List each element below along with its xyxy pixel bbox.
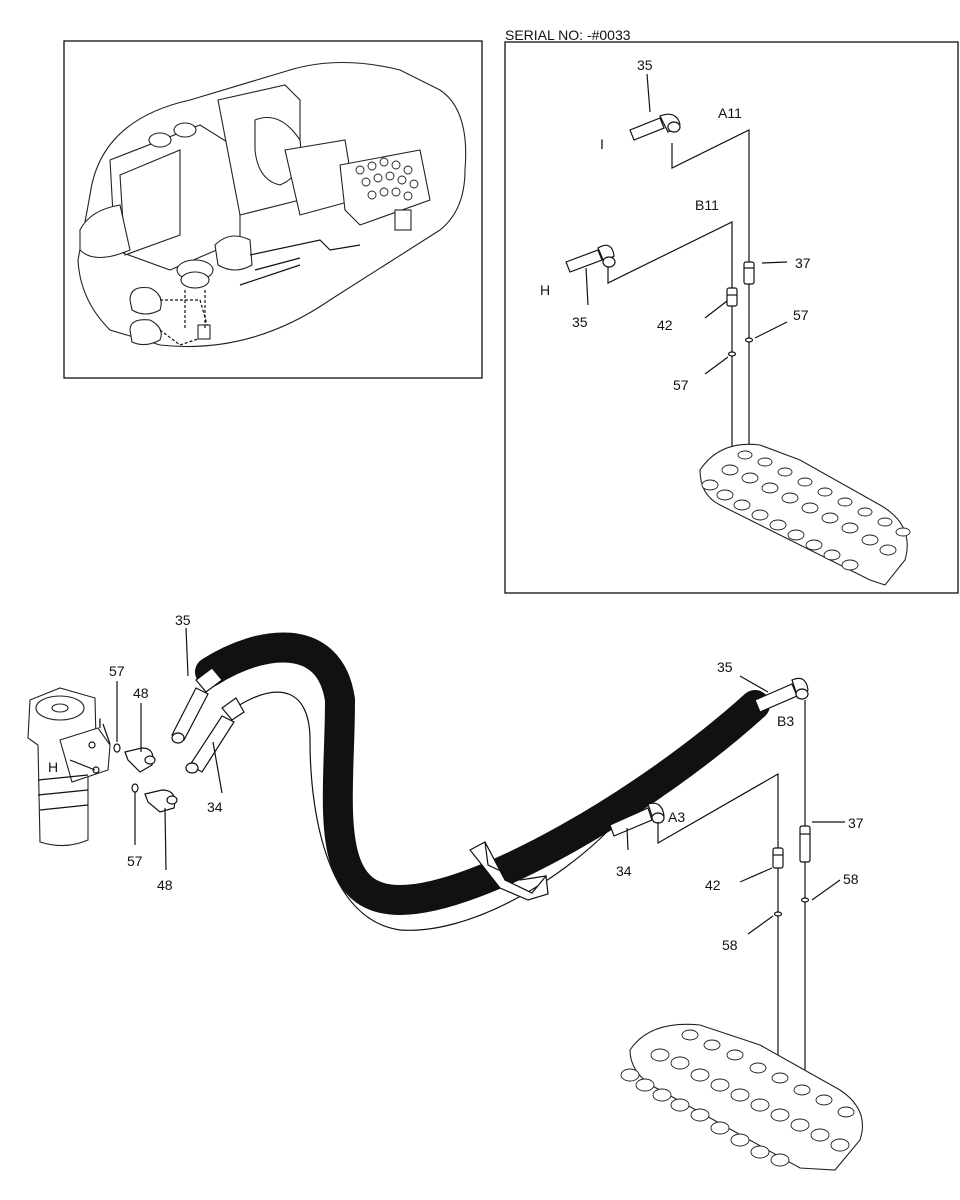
o-ring-57-top bbox=[113, 743, 121, 753]
control-valve-main bbox=[620, 1023, 864, 1171]
label-35-inset-bottom: 35 bbox=[572, 314, 588, 330]
elbow-48-bottom bbox=[144, 789, 178, 813]
o-ring-57-left bbox=[727, 351, 737, 357]
label-34-main-mid: 34 bbox=[616, 863, 632, 879]
hose-fitting-34-mid bbox=[609, 802, 665, 837]
label-57-inset-left: 57 bbox=[673, 377, 689, 393]
pilot-filter-sketch bbox=[27, 687, 111, 847]
fitting-37-main bbox=[799, 825, 811, 863]
o-ring-58-left bbox=[773, 911, 783, 917]
label-48-main-top: 48 bbox=[133, 685, 149, 701]
hose-clamp-bracket bbox=[469, 841, 549, 901]
fitting-42 bbox=[726, 287, 738, 307]
inset-view: 35 I A11 B11 H 35 37 42 57 57 bbox=[504, 41, 959, 594]
label-48-main-bottom: 48 bbox=[157, 877, 173, 893]
hose-35-routing bbox=[195, 632, 770, 916]
label-58-main-left: 58 bbox=[722, 937, 738, 953]
label-57-main-bottom: 57 bbox=[127, 853, 143, 869]
label-34-main-left: 34 bbox=[207, 799, 223, 815]
pipe-a3 bbox=[657, 772, 779, 850]
o-ring-58-right bbox=[800, 897, 810, 903]
hose-fitting-35-right bbox=[754, 677, 809, 713]
o-ring-57-right bbox=[744, 337, 754, 343]
label-37-inset: 37 bbox=[795, 255, 811, 271]
serial-number: SERIAL NO: -#0033 bbox=[505, 27, 631, 43]
fitting-37 bbox=[743, 261, 755, 285]
hose-fitting-35-lower bbox=[565, 244, 616, 273]
fitting-42-main bbox=[772, 847, 784, 869]
label-b3: B3 bbox=[777, 713, 794, 729]
inset-line-a11 bbox=[671, 129, 750, 265]
label-57-main-top: 57 bbox=[109, 663, 125, 679]
label-37-main: 37 bbox=[848, 815, 864, 831]
label-42-main: 42 bbox=[705, 877, 721, 893]
label-port-h-main: H bbox=[48, 759, 58, 775]
label-port-i-main: I bbox=[98, 715, 102, 731]
label-port-i-inset: I bbox=[600, 136, 604, 152]
hose-fitting-35-left bbox=[171, 667, 223, 744]
label-a3: A3 bbox=[668, 809, 685, 825]
label-57-inset-right: 57 bbox=[793, 307, 809, 323]
label-42-inset: 42 bbox=[657, 317, 673, 333]
label-a11: A11 bbox=[718, 105, 742, 121]
hose-fitting-34-left bbox=[185, 697, 245, 774]
label-b11: B11 bbox=[695, 197, 719, 213]
label-35-main-left: 35 bbox=[175, 612, 191, 628]
elbow-48-top bbox=[124, 747, 156, 773]
main-view: 35 57 48 I H 34 57 48 35 B3 37 A3 34 42 … bbox=[27, 612, 864, 1171]
machine-upper-structure-sketch bbox=[77, 62, 467, 348]
label-port-h-inset: H bbox=[540, 282, 550, 298]
inset-line-b11 bbox=[607, 221, 733, 298]
hose-fitting-35-upper bbox=[629, 113, 681, 141]
label-58-main-right: 58 bbox=[843, 871, 859, 887]
label-35-main-right: 35 bbox=[717, 659, 733, 675]
locator-view bbox=[63, 40, 483, 379]
o-ring-57-bottom bbox=[131, 783, 139, 793]
label-35-inset-top: 35 bbox=[637, 57, 653, 73]
control-valve-inset bbox=[699, 443, 911, 586]
